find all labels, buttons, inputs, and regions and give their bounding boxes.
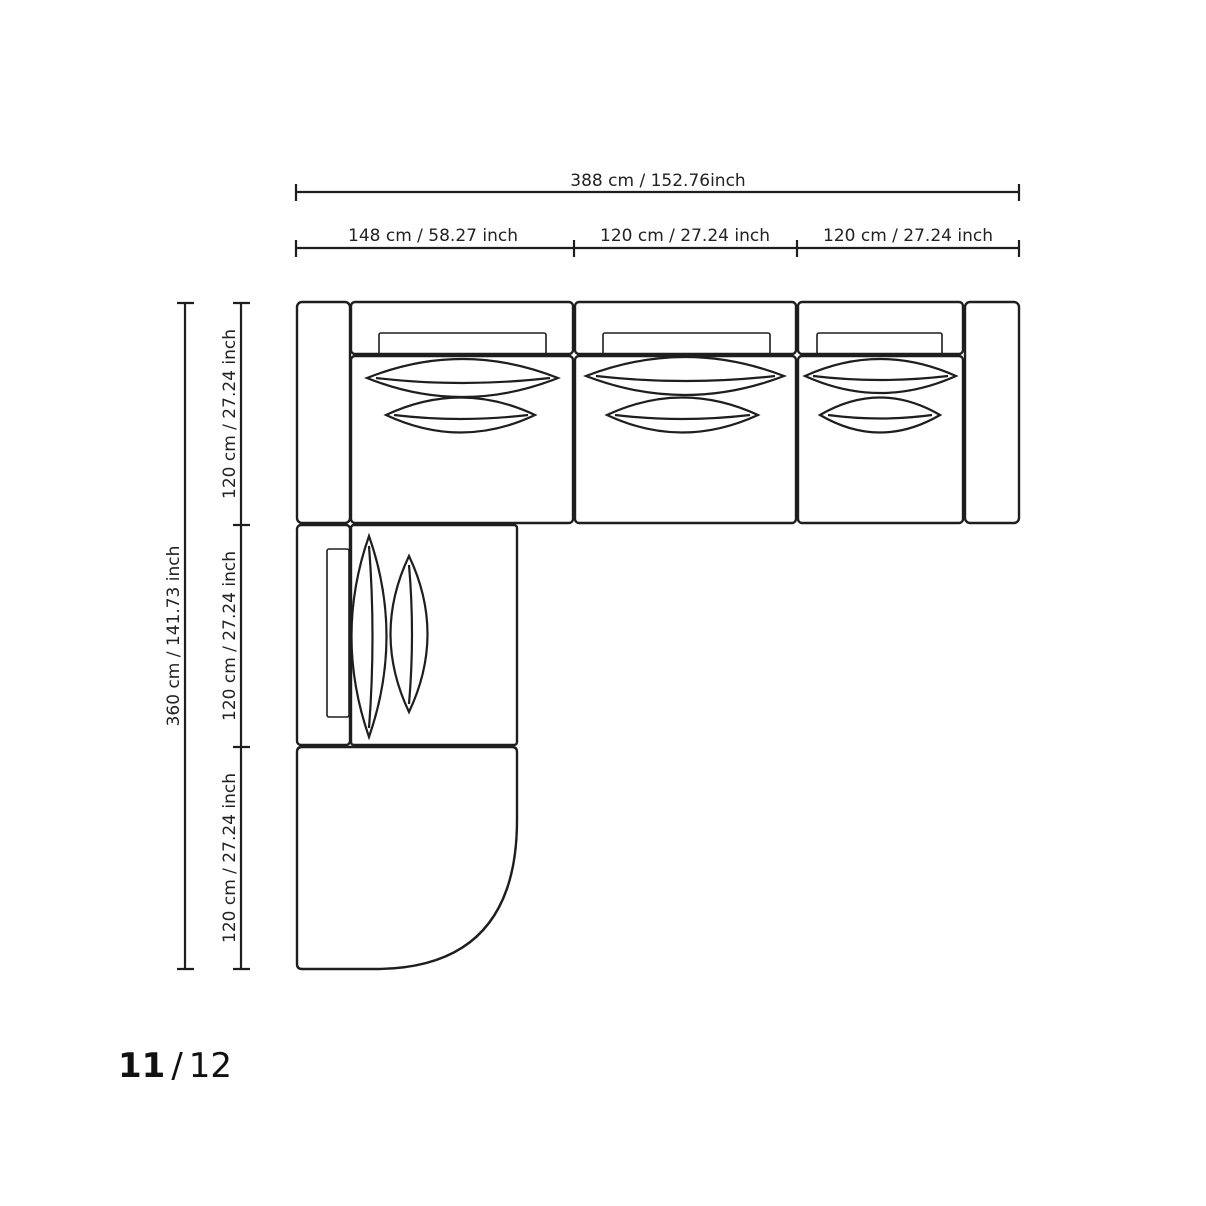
pillows-side-module	[350, 532, 429, 741]
segment-3-width-label: 120 cm / 27.24 inch	[823, 226, 993, 246]
segment-2-width-label: 120 cm / 27.24 inch	[600, 226, 770, 246]
total-width-dimension: 388 cm / 152.76inch	[294, 171, 1021, 201]
bolster-2	[602, 332, 771, 356]
segment-1-width-label: 148 cm / 58.27 inch	[348, 226, 518, 246]
depth-2-label: 120 cm / 27.24 inch	[220, 551, 240, 721]
side-bolster	[326, 548, 350, 718]
total-depth-dimension: 360 cm / 141.73 inch	[164, 301, 194, 971]
sofa-plan	[295, 300, 1021, 971]
back-cushion-1	[349, 300, 575, 356]
right-armrest	[963, 300, 1021, 525]
pillows-module-3	[802, 358, 959, 434]
pager-current: 11	[118, 1046, 166, 1086]
total-depth-label: 360 cm / 141.73 inch	[164, 546, 184, 727]
seat-module-3	[796, 354, 965, 525]
total-width-label: 388 cm / 152.76inch	[570, 171, 745, 191]
seat-module-1	[349, 354, 575, 525]
depth-1-label: 120 cm / 27.24 inch	[220, 329, 240, 499]
image-pager: 11/12	[118, 1046, 232, 1086]
pillows-module-1	[364, 357, 561, 434]
back-cushion-2	[573, 300, 798, 356]
pager-separator: /	[171, 1046, 183, 1086]
depth-3-label: 120 cm / 27.24 inch	[220, 773, 240, 943]
bolster-3	[816, 332, 943, 356]
segment-depth-dimensions: 120 cm / 27.24 inch 120 cm / 27.24 inch …	[220, 301, 250, 971]
left-backrest	[295, 300, 352, 525]
left-back-cushion	[295, 523, 352, 747]
pillows-module-2	[582, 355, 788, 434]
segment-width-dimensions: 148 cm / 58.27 inch 120 cm / 27.24 inch …	[294, 226, 1021, 257]
bolster-1	[378, 332, 547, 356]
pager-total: 12	[188, 1046, 233, 1086]
back-cushion-3	[796, 300, 965, 356]
rounded-chaise-module	[295, 745, 519, 971]
